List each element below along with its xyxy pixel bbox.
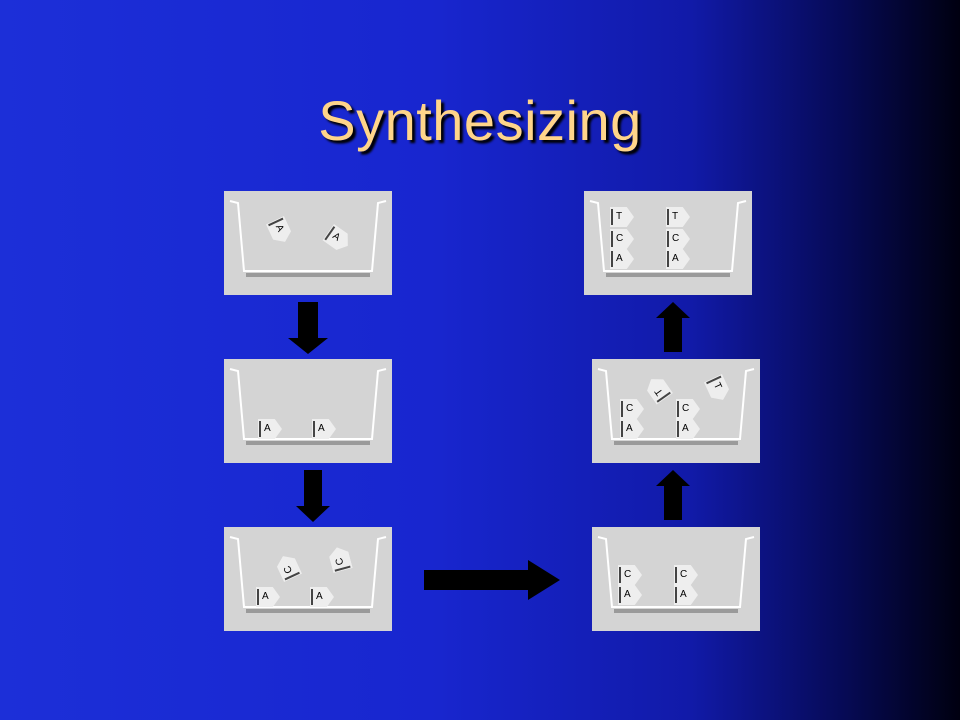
nucleotide-tile-a: A bbox=[674, 585, 698, 605]
beaker-outline bbox=[589, 200, 747, 277]
arrow-up-1 bbox=[656, 470, 690, 520]
nucleotide-tile-a: A bbox=[610, 249, 634, 269]
beaker-panel-3: C C A A bbox=[224, 527, 392, 631]
nucleotide-tile-a: A bbox=[618, 585, 642, 605]
beaker-outline bbox=[229, 536, 387, 613]
nucleotide-tile-a: A bbox=[310, 587, 334, 607]
beaker-outline bbox=[597, 368, 755, 445]
arrow-right bbox=[424, 560, 560, 600]
beaker-outline bbox=[229, 368, 387, 445]
arrow-down-2 bbox=[296, 470, 330, 522]
nucleotide-tile-t: T bbox=[610, 207, 634, 227]
nucleotide-tile-a: A bbox=[258, 419, 282, 439]
nucleotide-tile-a: A bbox=[256, 587, 280, 607]
beaker-outline bbox=[229, 200, 387, 277]
nucleotide-tile-c: C bbox=[674, 565, 698, 585]
nucleotide-tile-a: A bbox=[676, 419, 700, 439]
beaker-panel-2: A A bbox=[224, 359, 392, 463]
arrow-up-2 bbox=[656, 302, 690, 352]
beaker-panel-6: T C A T C A bbox=[584, 191, 752, 295]
beaker-panel-1: A A bbox=[224, 191, 392, 295]
slide-title: Synthesizing bbox=[318, 89, 642, 152]
arrow-down-1 bbox=[288, 302, 328, 354]
nucleotide-tile-c: C bbox=[676, 399, 700, 419]
nucleotide-tile-c: C bbox=[666, 229, 690, 249]
nucleotide-tile-a: A bbox=[666, 249, 690, 269]
beaker-outline bbox=[597, 536, 755, 613]
nucleotide-tile-c: C bbox=[620, 399, 644, 419]
beaker-panel-4: C A C A bbox=[592, 527, 760, 631]
beaker-panel-5: T T C A C A bbox=[592, 359, 760, 463]
nucleotide-tile-a: A bbox=[620, 419, 644, 439]
nucleotide-tile-c: C bbox=[610, 229, 634, 249]
nucleotide-tile-a: A bbox=[312, 419, 336, 439]
nucleotide-tile-c: C bbox=[618, 565, 642, 585]
nucleotide-tile-t: T bbox=[666, 207, 690, 227]
